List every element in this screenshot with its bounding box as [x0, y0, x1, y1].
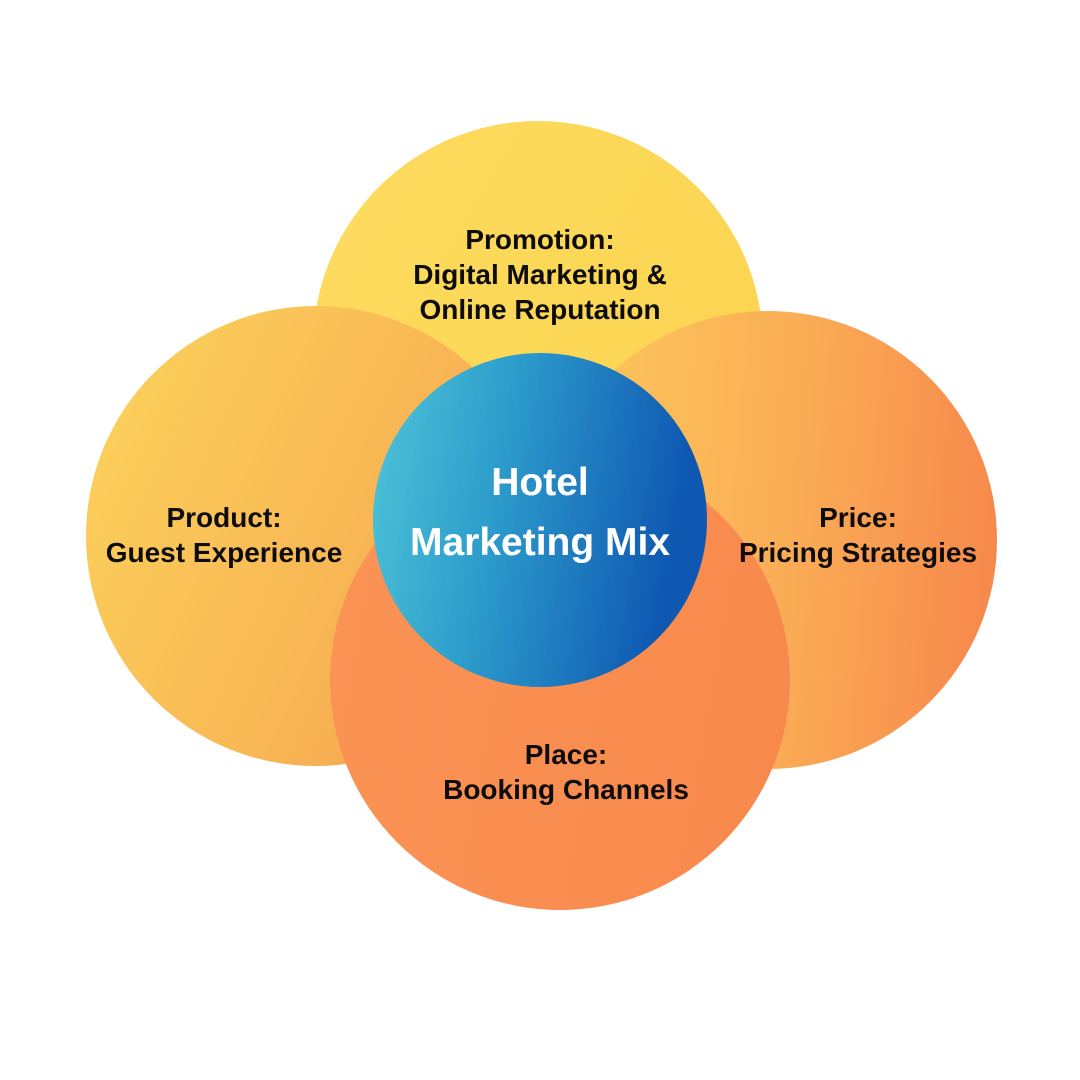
center-circle	[373, 353, 707, 687]
promotion-label: Promotion: Digital Marketing & Online Re…	[290, 222, 790, 327]
promotion-label-line-1: Promotion:	[465, 224, 615, 255]
price-label-line-1: Price:	[819, 502, 897, 533]
product-label: Product: Guest Experience	[64, 500, 384, 570]
product-label-line-2: Guest Experience	[105, 537, 343, 568]
promotion-label-line-2: Digital Marketing &	[413, 259, 667, 290]
center-title: Hotel Marketing Mix	[340, 453, 740, 573]
price-label-line-2: Pricing Strategies	[738, 537, 978, 568]
center-title-line-2: Marketing Mix	[409, 521, 671, 564]
place-label-line-1: Place:	[524, 739, 608, 770]
product-label-line-1: Product:	[166, 502, 282, 533]
center-title-line-1: Hotel	[491, 461, 589, 504]
promotion-label-line-3: Online Reputation	[419, 294, 661, 325]
place-label: Place: Booking Channels	[406, 737, 726, 807]
place-label-line-2: Booking Channels	[443, 774, 689, 805]
price-label: Price: Pricing Strategies	[698, 500, 1018, 570]
